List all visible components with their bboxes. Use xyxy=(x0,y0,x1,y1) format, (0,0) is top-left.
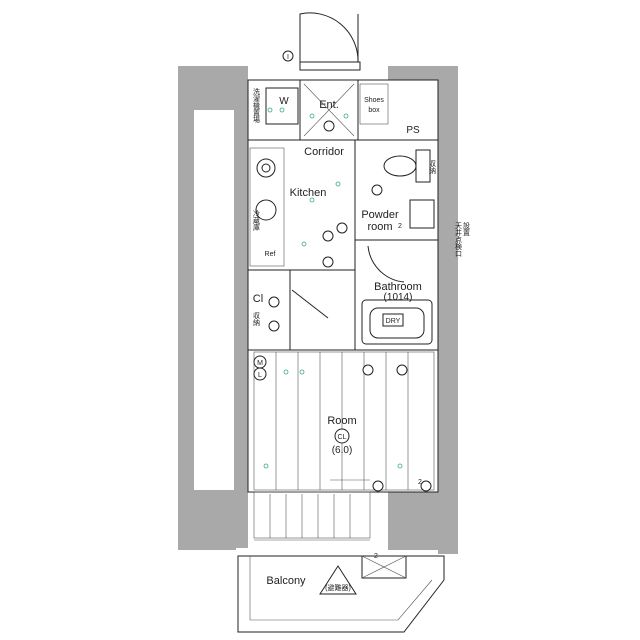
bottom-right-pillar xyxy=(388,492,444,550)
note-powder-side: 収納 xyxy=(429,160,437,175)
note-washer-side: 洗濯機置場 xyxy=(253,87,261,124)
mark-intercom: I xyxy=(287,54,289,61)
note-right-side: 天井点検口 xyxy=(455,222,463,257)
mark-count-a: 2 xyxy=(398,223,402,230)
label-shoes: Shoes xyxy=(364,97,384,104)
door-swing-arc xyxy=(299,12,359,63)
note-closet-side: 収納 xyxy=(253,312,261,327)
label-ref: Ref xyxy=(265,251,276,258)
note-kitchen-side: 冷蔵庫 xyxy=(253,209,261,232)
label-powder: Powder xyxy=(361,209,399,221)
label-ps: PS xyxy=(406,125,420,136)
wash-basin xyxy=(409,199,435,229)
mark-count-b: 2 xyxy=(418,479,422,486)
evacuation-triangle xyxy=(319,565,357,595)
fixtures xyxy=(253,50,435,492)
label-balcony: Balcony xyxy=(266,575,306,587)
note-right-side2: 設置 xyxy=(463,221,471,236)
washer-box xyxy=(265,87,299,125)
label-corridor: Corridor xyxy=(304,146,344,158)
mark-balcony-note: (避難器) xyxy=(325,583,351,592)
walls xyxy=(178,66,458,554)
bottom-left-pillar xyxy=(178,492,236,550)
label-bathroom: Bathroom xyxy=(374,281,422,293)
label-kitchen: Kitchen xyxy=(290,187,327,199)
labels: Ent. W Shoes box PS Corridor Kitchen Pow… xyxy=(253,54,471,592)
mark-dry: DRY xyxy=(386,318,401,325)
room-ceiling-light xyxy=(334,428,350,444)
label-entrance: Ent. xyxy=(319,99,339,111)
entrance-door-frame xyxy=(299,61,361,71)
label-powder-room: room xyxy=(367,221,392,233)
label-room-size: (6.0) xyxy=(332,445,353,456)
entrance-door[interactable] xyxy=(299,12,361,71)
powder-light xyxy=(371,184,383,196)
mark-count-c: 2 xyxy=(374,553,378,560)
partitions xyxy=(247,79,439,541)
balcony-area xyxy=(237,555,445,633)
floor-stripes xyxy=(269,352,409,538)
mark-meter-m: M xyxy=(257,360,263,367)
right-wall xyxy=(438,66,458,554)
label-shoes-box: box xyxy=(368,107,380,114)
label-bathroom-size: (1014) xyxy=(384,292,413,303)
entrance-light xyxy=(323,120,335,132)
intercom-marker xyxy=(282,50,294,62)
interior xyxy=(248,80,438,492)
kitchen-sink-icon xyxy=(255,199,277,221)
mark-meter-l: L xyxy=(258,372,262,379)
label-closet: Cl xyxy=(253,293,263,305)
left-wall-core xyxy=(194,110,234,490)
label-room: Room xyxy=(327,415,356,427)
hatch-box xyxy=(361,555,407,579)
label-room-cl: CL xyxy=(338,434,347,441)
toilet-icon xyxy=(383,155,417,177)
label-washer: W xyxy=(279,96,289,107)
